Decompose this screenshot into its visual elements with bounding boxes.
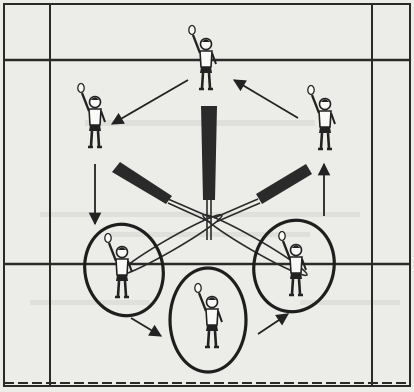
player-upper-left-icon (78, 84, 105, 148)
player-top-icon (189, 26, 216, 90)
player-upper-right-icon (308, 86, 335, 150)
arrow-icon (258, 314, 288, 334)
arrow-icon (131, 318, 161, 336)
crossed-rackets (112, 106, 312, 280)
arrow-icon (112, 80, 188, 124)
player-bottom-icon (195, 284, 222, 348)
arrow-icon (234, 80, 298, 118)
